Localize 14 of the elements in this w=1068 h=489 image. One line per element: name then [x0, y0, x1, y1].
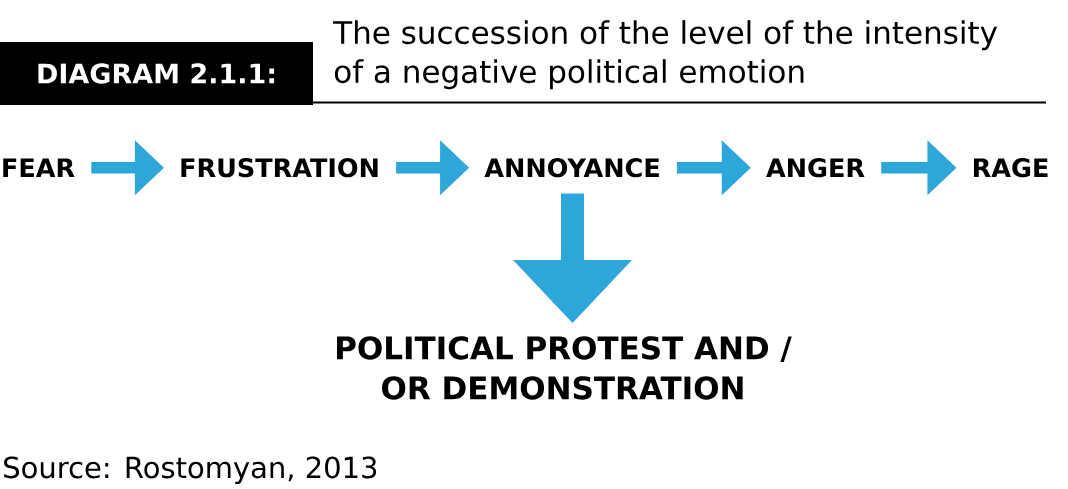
- stage-label: FRUSTRATION: [181, 158, 378, 178]
- block-arrow: [91, 140, 164, 196]
- block-arrow: [513, 193, 632, 323]
- stage-label: ANGER: [766, 158, 865, 178]
- source-note: Source: Rostomyan, 2013: [4, 456, 377, 484]
- diagram-title: The succession of the level of the intensity of a negative political emotion: [333, 20, 998, 90]
- outcome-label: POLITICAL PROTEST AND / OR DEMONSTRATION: [337, 336, 792, 400]
- stage-label: ANNOYANCE: [484, 158, 659, 178]
- block-arrow: [396, 140, 470, 196]
- block-arrow: [881, 140, 957, 196]
- stage-label: FEAR: [3, 158, 75, 177]
- block-arrow: [676, 140, 751, 196]
- stage-label: RAGE: [974, 158, 1048, 178]
- label-box: DIAGRAM 2.1.1:: [0, 42, 313, 105]
